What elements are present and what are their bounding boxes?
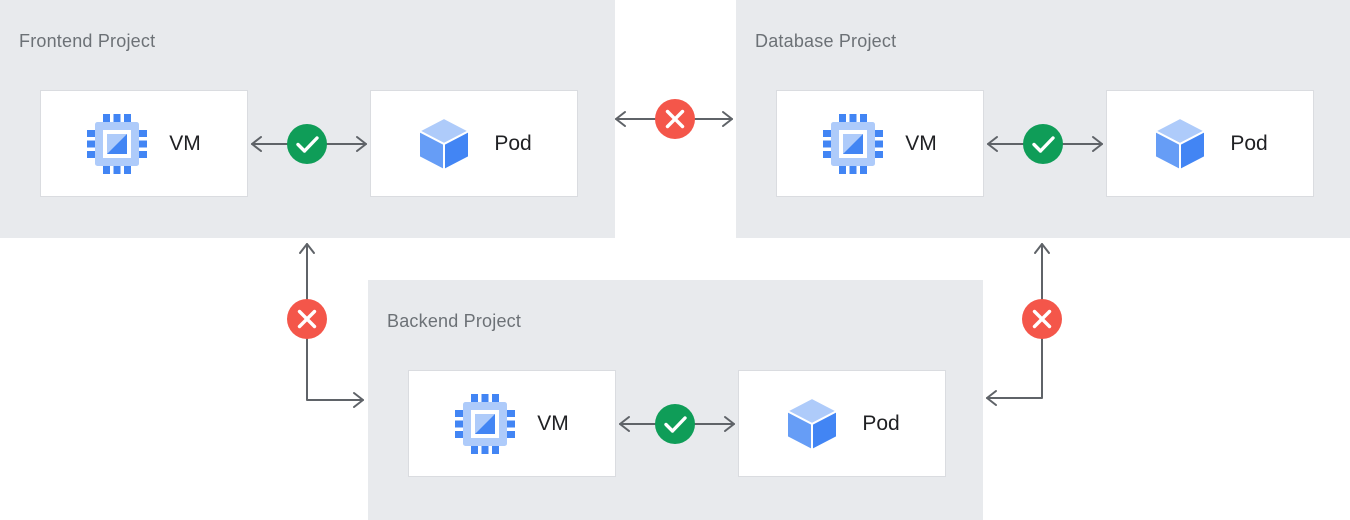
pod-label: Pod (1230, 131, 1268, 155)
vm-pod-allowed-connector (987, 124, 1103, 164)
checkmark-icon (1032, 136, 1055, 153)
project-label: Database Project (755, 31, 897, 51)
pod-cube-icon (1154, 116, 1207, 171)
pod-label: Pod (494, 131, 532, 155)
project-label: Backend Project (387, 311, 522, 331)
checkmark-icon (664, 416, 687, 433)
vm-node: VM (408, 370, 616, 477)
vm-label: VM (905, 131, 937, 155)
x-mark-icon (1032, 309, 1052, 329)
pod-node: Pod (738, 370, 946, 477)
x-mark-icon (665, 109, 685, 129)
project-box-frontend: Frontend Project VM (0, 0, 615, 238)
checkmark-icon (296, 136, 319, 153)
allowed-badge (655, 404, 695, 444)
vm-pod-allowed-connector (619, 404, 735, 444)
pod-label: Pod (862, 411, 900, 435)
database-backend-blocked-connector (986, 243, 1062, 406)
compute-engine-vm-icon (87, 113, 148, 174)
vm-label: VM (537, 411, 569, 435)
frontend-backend-blocked-connector (287, 243, 364, 408)
frontend-database-blocked-connector (615, 99, 733, 139)
x-mark-icon (297, 309, 317, 329)
pod-node: Pod (1106, 90, 1314, 197)
vm-pod-allowed-connector (251, 124, 367, 164)
vm-node: VM (776, 90, 984, 197)
pod-cube-icon (418, 116, 471, 171)
allowed-badge (1023, 124, 1063, 164)
project-box-backend: Backend Project VM (368, 280, 983, 520)
project-box-database: Database Project VM (736, 0, 1350, 238)
pod-node: Pod (370, 90, 578, 197)
allowed-badge (287, 124, 327, 164)
compute-engine-vm-icon (823, 113, 884, 174)
vm-node: VM (40, 90, 248, 197)
project-label: Frontend Project (19, 31, 156, 51)
compute-engine-vm-icon (455, 393, 516, 454)
pod-cube-icon (786, 396, 839, 451)
vm-label: VM (169, 131, 201, 155)
